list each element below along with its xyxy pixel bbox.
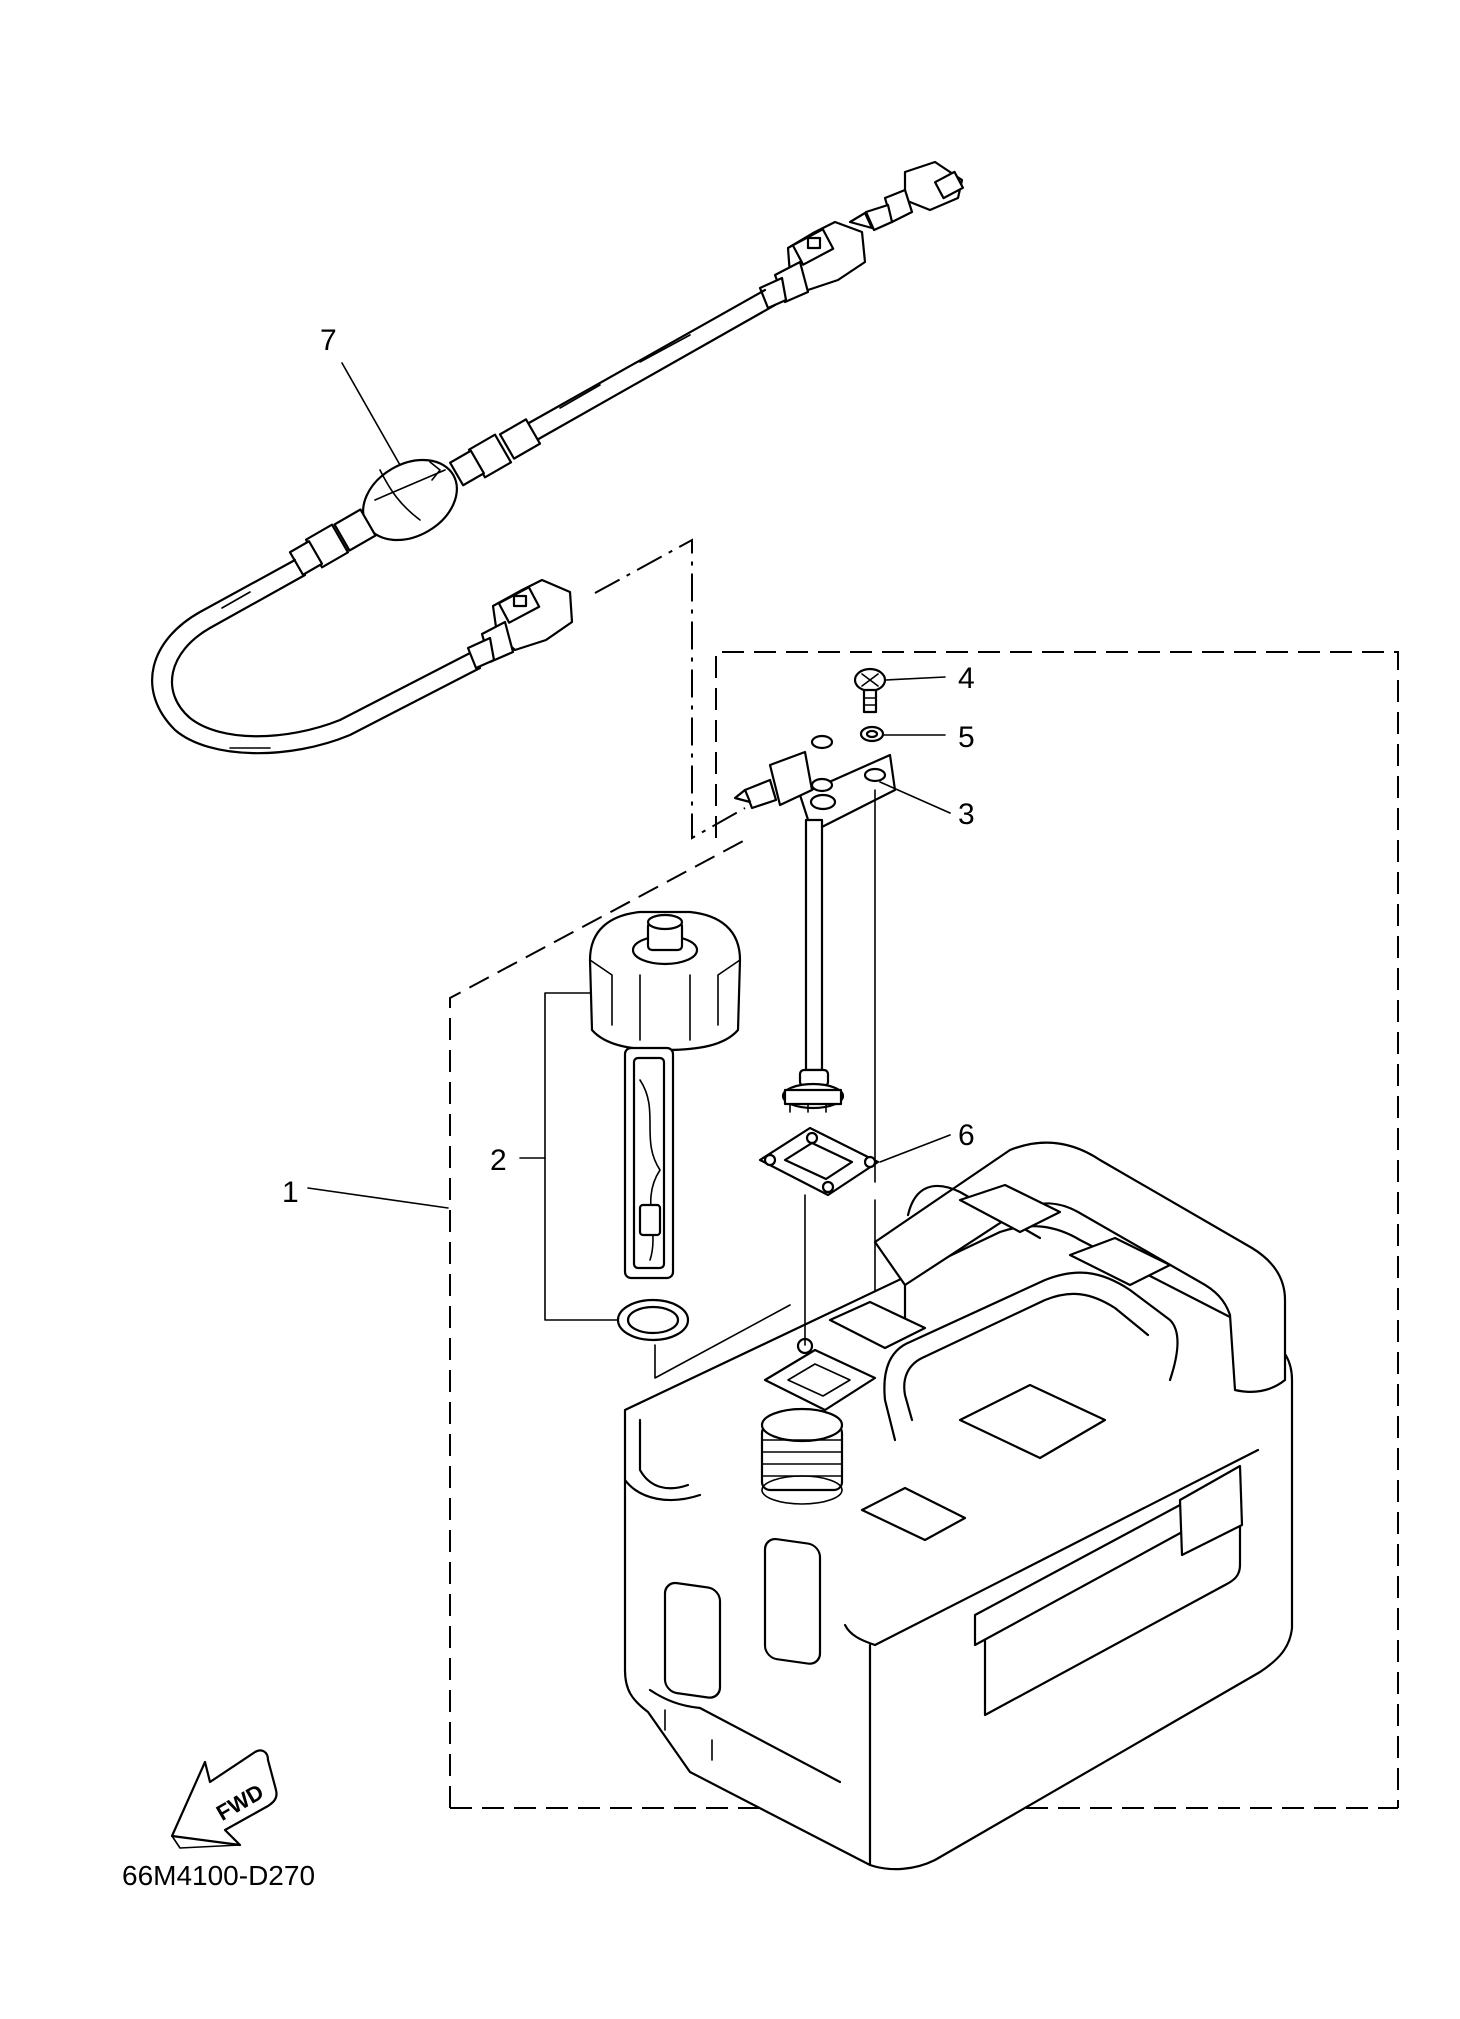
engine-connector (848, 160, 965, 232)
callout-1: 1 (282, 1176, 299, 1209)
callout-4: 4 (958, 662, 975, 695)
assembly-outline-main (449, 839, 746, 1808)
callout-6: 6 (958, 1119, 975, 1152)
bulb-lower-fitting (288, 508, 377, 576)
hose-connector-upper (758, 220, 867, 310)
gasket (758, 1126, 880, 1197)
diagram-code: 66M4100-D270 (122, 1860, 315, 1891)
washer (859, 725, 885, 743)
tank-filler-neck (760, 1407, 844, 1505)
callout-2: 2 (490, 1144, 507, 1177)
fuel-tank-cap (588, 910, 742, 1280)
fwd-arrow-icon: FWD (170, 1749, 278, 1849)
callout-3: 3 (958, 798, 975, 831)
callout-7: 7 (320, 324, 337, 357)
o-ring (616, 1298, 690, 1342)
assembly-outline-upper (715, 651, 1399, 1808)
connection-line (594, 538, 746, 840)
fuel-tank (623, 1141, 1294, 1871)
callout-5: 5 (958, 721, 975, 754)
bulb-upper-fitting (449, 418, 542, 487)
fuel-gauge-assembly (733, 734, 897, 1113)
fuel-hose-assembly (151, 160, 965, 755)
screw (853, 667, 887, 714)
hose-connector-lower (466, 578, 574, 670)
